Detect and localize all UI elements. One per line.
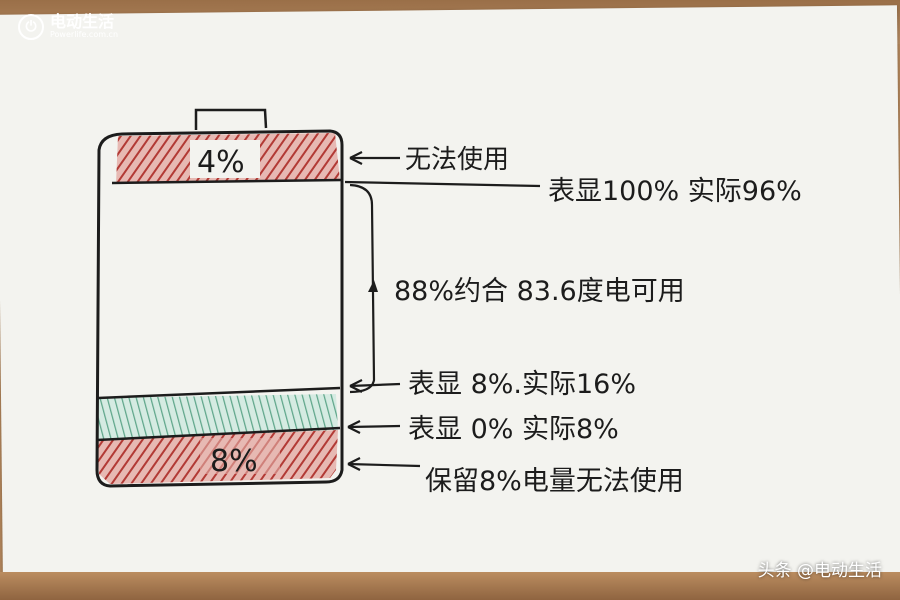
- watermark: ⏻ 电动生活 Powerlife.com.cn: [18, 14, 118, 40]
- usable-arrowhead: [368, 280, 378, 292]
- divider-lower: [96, 426, 341, 442]
- battery-body: [95, 129, 344, 488]
- top-segment-label: 4%: [197, 145, 245, 180]
- annotation-usable-range: 88%约合 83.6度电可用: [394, 276, 685, 307]
- bottom-label-clear: [200, 438, 280, 474]
- power-logo-icon: ⏻: [18, 14, 44, 40]
- divider-top: [111, 178, 343, 185]
- annotation-unusable-top: 无法使用: [405, 145, 509, 175]
- bottom-segment-label: 8%: [210, 444, 258, 479]
- annotation-arrows: [344, 151, 541, 471]
- source-credit: 头条 @电动生活: [757, 561, 882, 581]
- watermark-name: 电动生活: [50, 12, 115, 32]
- green-segment: [96, 394, 338, 440]
- divider-middle: [97, 386, 341, 400]
- annotation-reserve: 保留8%电量无法使用: [425, 466, 684, 497]
- battery-terminal: [194, 108, 268, 130]
- watermark-site: Powerlife.com.cn: [50, 30, 119, 40]
- top-label-clear: [190, 140, 260, 178]
- annotation-display-8: 表显 8%.实际16%: [408, 369, 636, 400]
- wood-background-bottom: [0, 572, 900, 600]
- annotation-display-top: 表显100% 实际96%: [548, 176, 802, 207]
- annotation-display-0: 表显 0% 实际8%: [408, 414, 619, 445]
